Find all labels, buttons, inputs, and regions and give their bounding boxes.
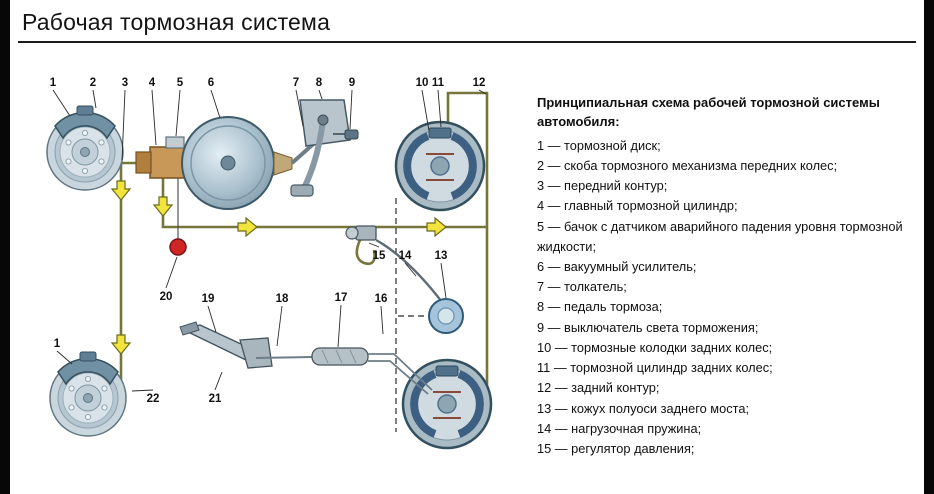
title-underline — [18, 41, 916, 43]
legend-items: 1 — тормозной диск; 2 — скоба тормозного … — [537, 136, 921, 460]
callout-number: 1 — [54, 338, 61, 350]
legend-item: 8 — педаль тормоза; — [537, 299, 663, 315]
axle-centerline — [395, 198, 430, 432]
flow-arrow-icon — [152, 196, 174, 217]
legend-item: 6 — вакуумный усилитель; — [537, 259, 697, 274]
load-spring — [375, 238, 443, 303]
axle-housing — [428, 298, 464, 334]
callout-number: 7 — [293, 77, 299, 89]
callout-number: 21 — [209, 393, 222, 405]
fluid-level-sensor — [169, 178, 187, 256]
callout-number: 9 — [349, 77, 355, 89]
callout-leader-line — [56, 350, 73, 365]
callout-leader-line — [214, 371, 223, 391]
flow-arrow-icon — [110, 334, 132, 355]
callout-number: 19 — [202, 293, 215, 305]
callout-number: 17 — [335, 292, 348, 304]
legend-item: 14 — нагрузочная пружина; — [537, 420, 702, 436]
callout-leader-line — [92, 89, 97, 109]
rear-circuit-pipe — [161, 178, 487, 229]
rear-circuit-top-branch — [446, 91, 489, 227]
legend-item: 9 — выключатель света торможения; — [537, 319, 759, 335]
pedal-pad — [290, 184, 314, 197]
legend-item: 4 — главный тормозной цилиндр; — [537, 198, 738, 214]
callout-leader-line — [337, 304, 342, 348]
page-title: Рабочая тормозная система — [22, 9, 331, 35]
pedal-arm — [301, 119, 326, 190]
callout-leader-line — [368, 242, 380, 248]
callout-leader-line — [210, 89, 221, 119]
rear-drum-brake-top — [396, 122, 484, 210]
legend-item: 7 — толкатель; — [537, 279, 627, 295]
legend-item: 1 — тормозной диск; — [537, 137, 661, 153]
callout-leader-line — [165, 256, 178, 289]
callout-number: 6 — [208, 77, 214, 89]
pressure-regulator — [345, 225, 377, 241]
callout-leader-line — [318, 89, 323, 100]
legend-item: 13 — кожух полуоси заднего моста; — [537, 400, 750, 416]
callout-leader-line — [52, 89, 71, 117]
legend-item: 3 — передний контур; — [537, 178, 668, 194]
flex-hose — [355, 239, 376, 265]
handbrake-lever — [179, 321, 273, 369]
callout-leader-line — [276, 305, 283, 347]
handbrake-cable-equalizer — [255, 347, 433, 395]
callout-number: 3 — [122, 77, 128, 89]
callout-number: 11 — [432, 77, 445, 89]
callout-leader-line — [440, 262, 447, 299]
callout-leader-line — [207, 305, 217, 333]
rear-drum-brake-bottom — [403, 360, 491, 448]
callout-leader-line — [151, 89, 157, 146]
legend-item: 12 — задний контур; — [537, 380, 660, 396]
callout-leader-line — [437, 89, 442, 128]
callout-number: 12 — [473, 77, 486, 89]
left-black-border — [0, 0, 10, 494]
callout-number: 13 — [435, 250, 448, 262]
legend-item: 2 — скоба тормозного механизма передних … — [537, 157, 838, 173]
callout-number: 4 — [149, 77, 156, 89]
callout-leader-line — [295, 89, 304, 127]
legend-heading: Принципиальная схема рабочей тормозной с… — [537, 95, 880, 129]
callout-leader-line — [421, 89, 430, 132]
callout-number: 10 — [416, 77, 429, 89]
front-brake-disc-bottom — [49, 351, 127, 437]
callout-number: 18 — [276, 293, 289, 305]
legend: Принципиальная схема рабочей тормозной с… — [537, 94, 921, 459]
callout-leader-line — [349, 89, 353, 130]
right-black-border — [924, 0, 934, 494]
flow-arrow-icon — [110, 180, 132, 201]
callout-leader-line — [175, 89, 181, 137]
callout-leader-line — [404, 262, 417, 277]
callout-number: 20 — [160, 291, 173, 303]
vacuum-booster — [181, 116, 293, 210]
front-brake-disc-top — [46, 105, 124, 191]
callout-number: 5 — [177, 77, 184, 89]
legend-item: 11 — тормозной цилиндр задних колес; — [537, 360, 773, 376]
brake-light-switch — [333, 129, 359, 140]
callout-leader-line — [121, 89, 126, 161]
callout-number: 8 — [316, 77, 323, 89]
callout-leader-line — [380, 305, 384, 335]
flow-arrow-icon — [426, 216, 447, 238]
legend-item: 15 — регулятор давления; — [537, 440, 695, 456]
callout-number: 22 — [147, 393, 160, 405]
callout-number: 2 — [90, 77, 96, 89]
callout-number: 15 — [373, 250, 386, 262]
brake-pedal-assembly — [290, 99, 351, 197]
legend-item: 5 — бачок с датчиком аварийного падения … — [537, 218, 903, 254]
flow-arrow-icon — [237, 216, 258, 238]
callout-number: 16 — [375, 293, 388, 305]
flow-arrows — [110, 180, 447, 355]
callout-number: 1 — [50, 77, 57, 89]
callout-number: 14 — [399, 250, 412, 262]
legend-item: 10 — тормозные колодки задних колес; — [537, 339, 773, 355]
callout-leader-line — [478, 89, 487, 95]
callout-leader-line — [131, 389, 154, 392]
